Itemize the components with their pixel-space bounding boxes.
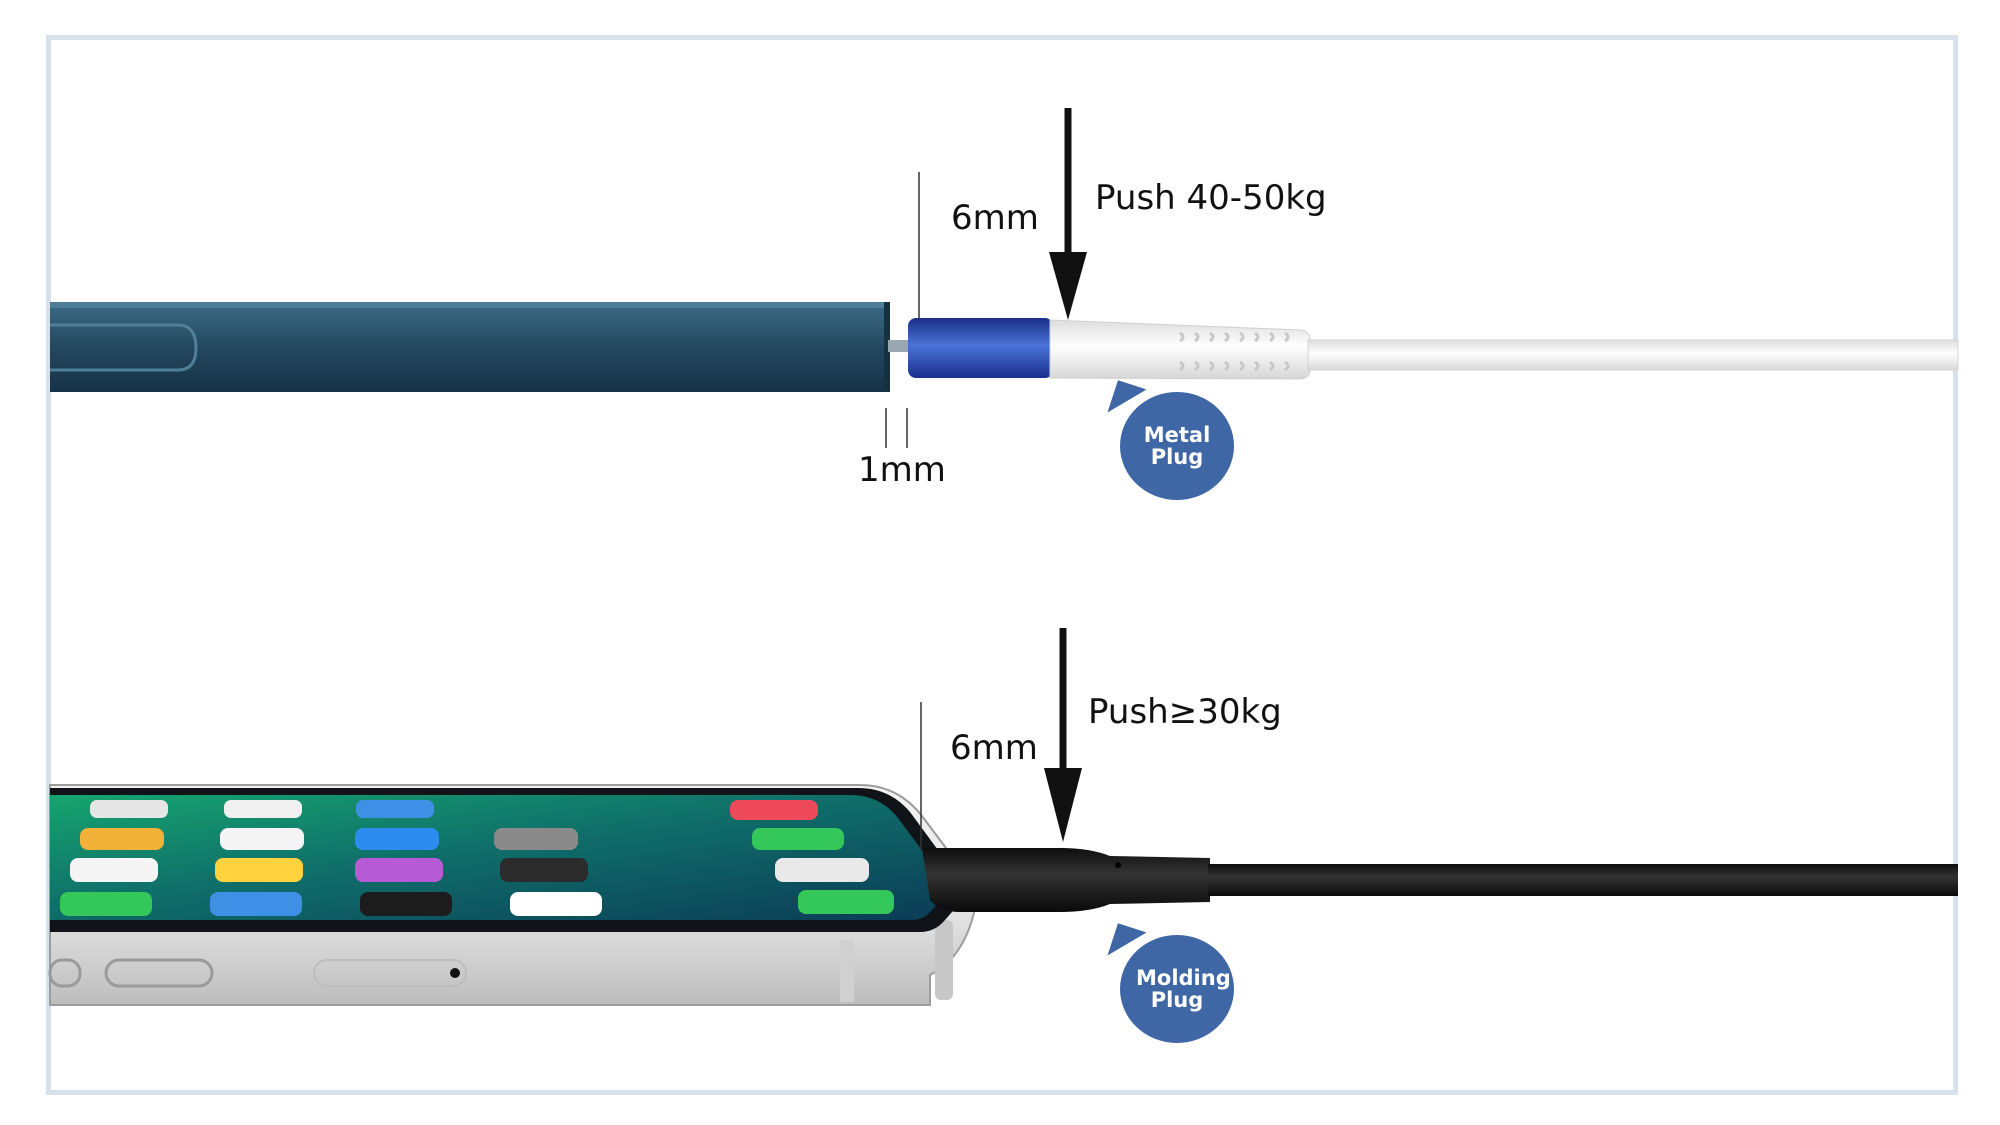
top-metal-plug [908,318,1053,378]
molding-plug-badge: Molding Plug [1120,935,1234,1043]
bottom-force-label: Push≥30kg [1088,692,1282,732]
metal-plug-label: Metal Plug [1143,423,1211,469]
app-icons [60,800,894,916]
top-device [50,302,890,392]
bottom-depth-label: 6mm [950,728,1038,768]
bottom-cable [1208,864,1958,896]
top-connector-tongue [888,340,908,352]
top-depth-label: 6mm [951,198,1039,238]
bottom-phone-screen [50,788,963,932]
top-force-label: Push 40-50kg [1095,178,1327,218]
bottom-force-arrow [1044,628,1082,842]
molding-plug-label: Molding Plug [1136,966,1231,1012]
top-plug-housing [1049,319,1311,380]
bottom-molding-plug [922,848,1210,912]
top-cable [1307,339,1959,371]
top-force-arrow [1049,108,1087,320]
top-gap-label: 1mm [858,450,946,490]
top-gap-marks [885,408,908,448]
metal-plug-badge: Metal Plug [1120,392,1234,500]
